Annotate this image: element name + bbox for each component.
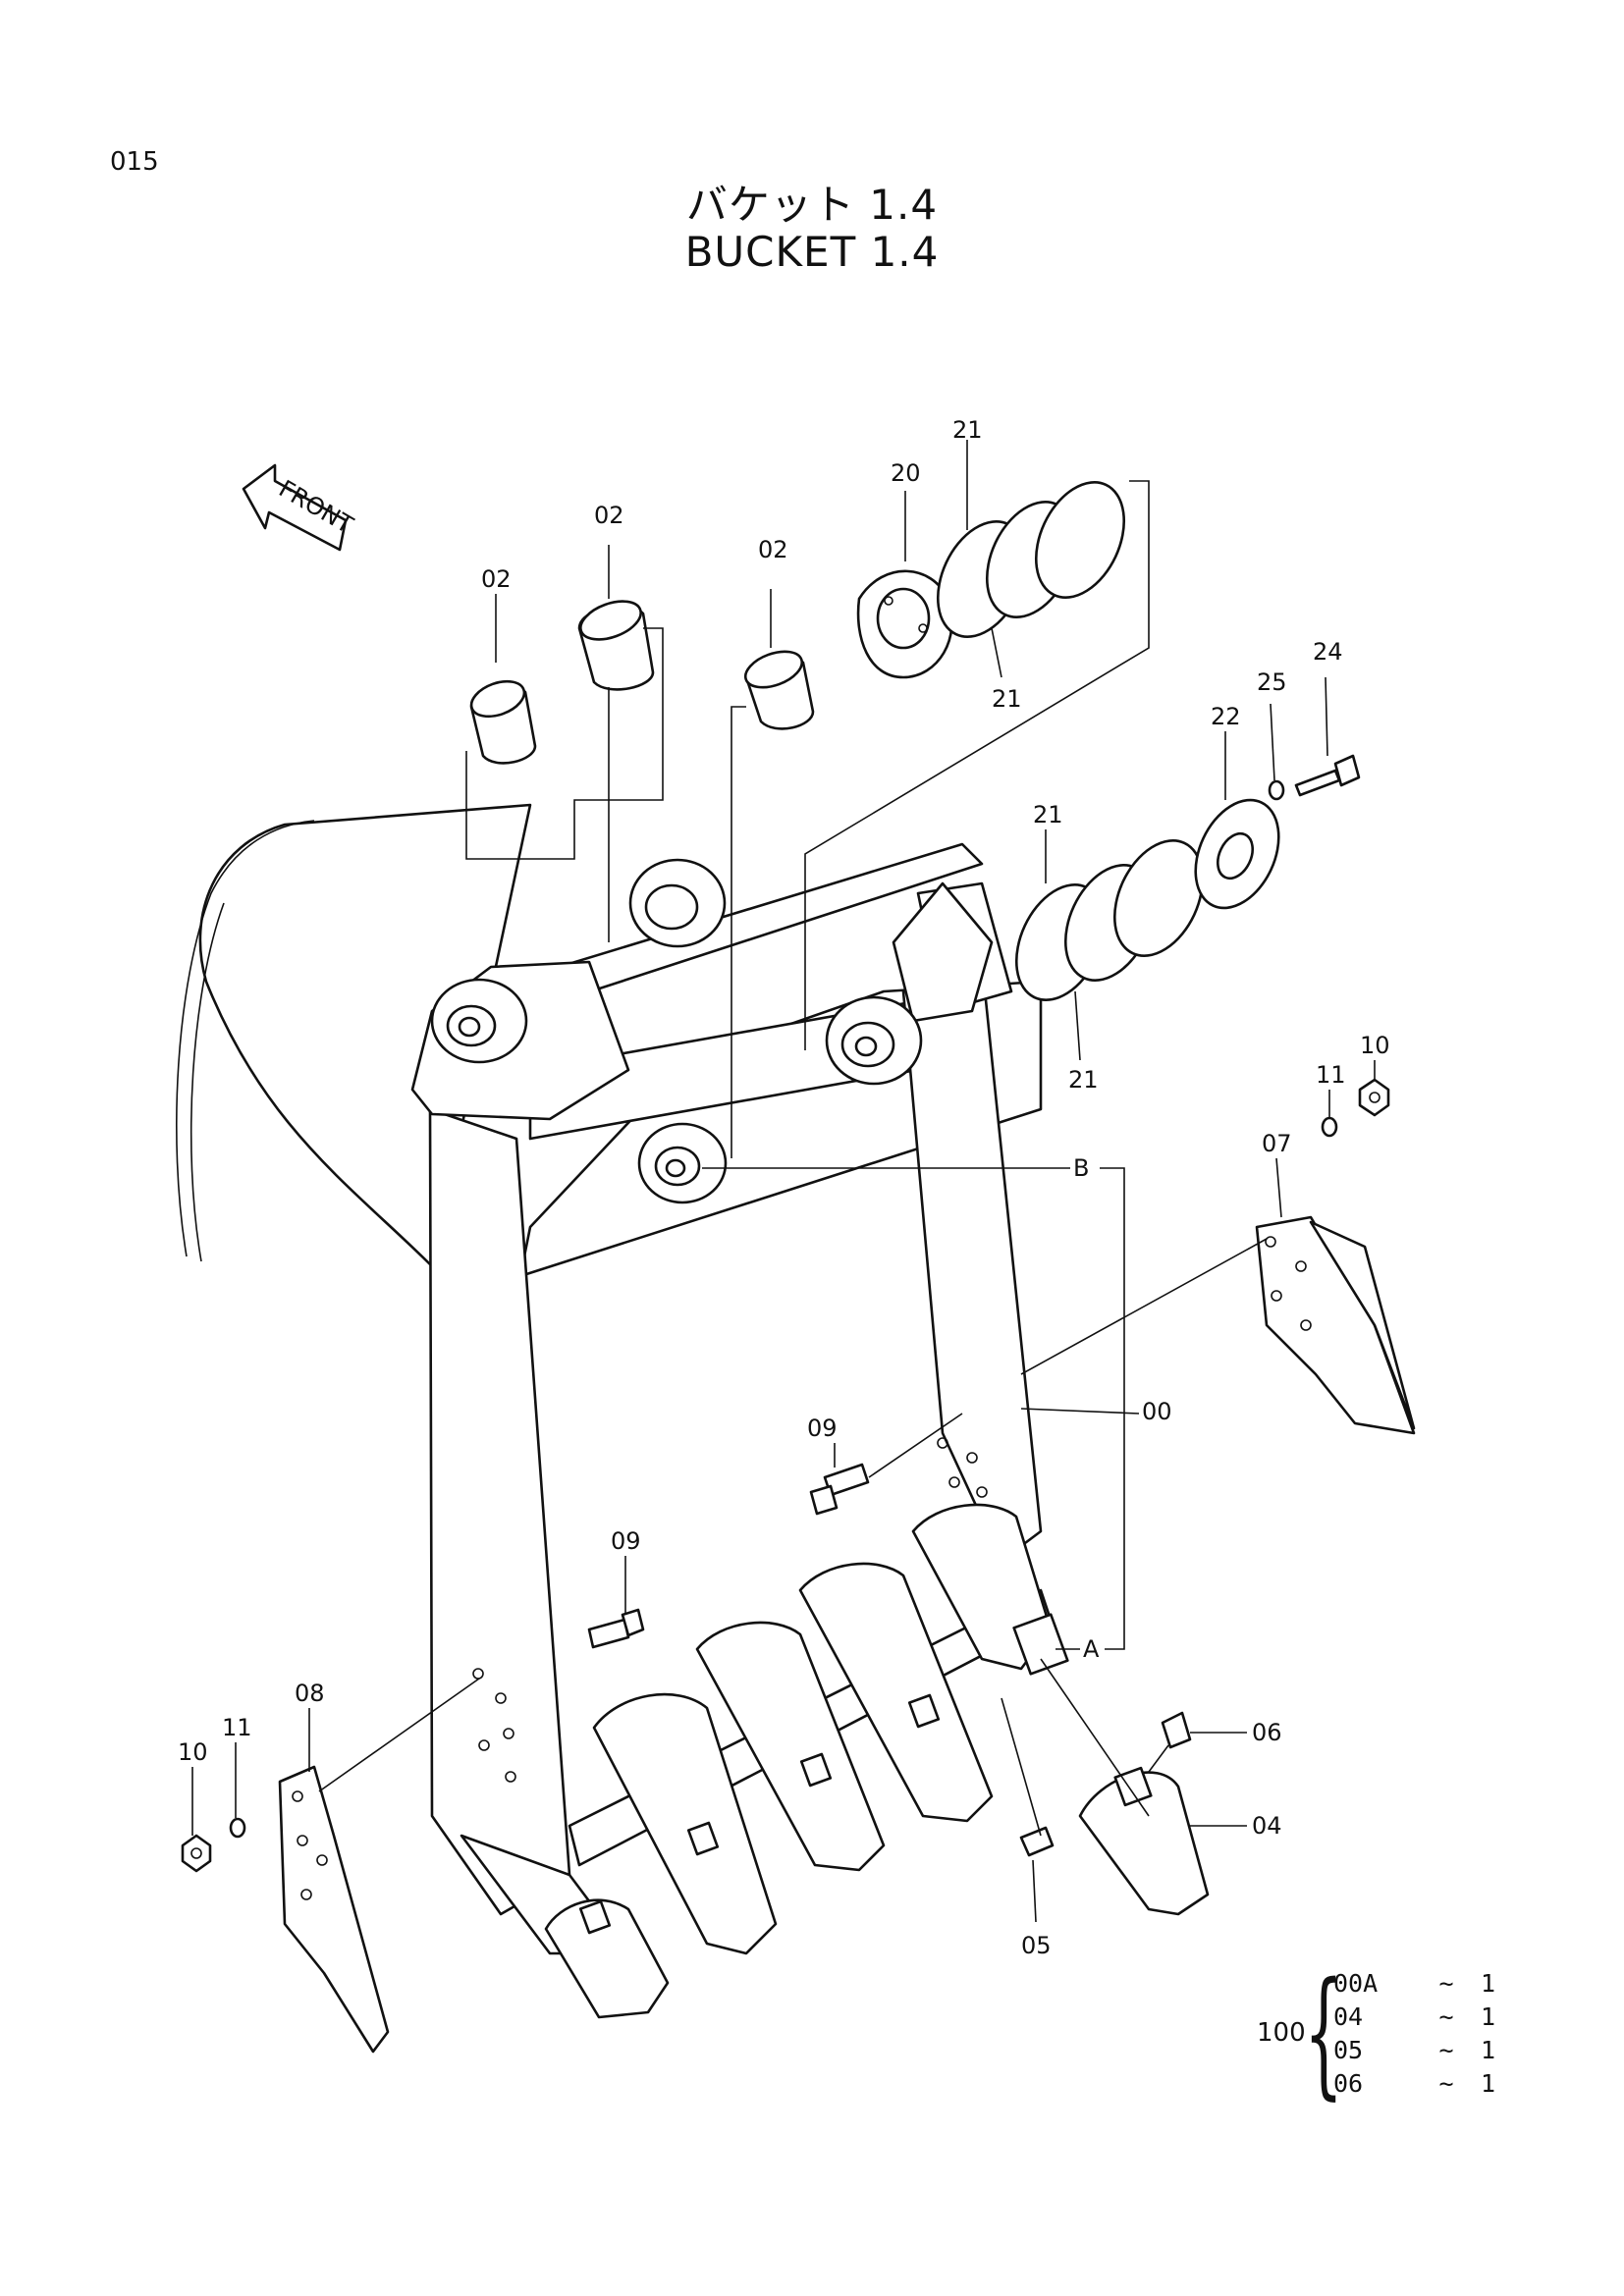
bolt [587,1608,645,1649]
callout-08: 08 [295,1680,325,1707]
title-japanese: バケット 1.4 [685,181,939,229]
leader-lines [191,440,1376,1923]
bushing [743,650,815,730]
bushing [577,600,655,691]
boss-lug [825,995,923,1086]
kit-number: 100 [1257,2018,1306,2048]
callout-24: 24 [1313,638,1343,666]
kit-row: 06 ~ 1 [1333,2069,1496,2098]
callout-21: 21 [1033,801,1063,828]
side-cutter-left [278,1765,390,2054]
boss-lug [628,858,727,948]
washer [229,1817,246,1839]
shim-stack-upper [936,481,1126,638]
callout-labels: 02 02 02 20 21 21 21 21 22 24 25 10 11 0… [178,416,1390,1959]
bucket-teeth [544,1503,1069,2019]
callout-10: 10 [178,1738,208,1766]
bushing [469,679,537,765]
title-english: BUCKET 1.4 [684,228,940,276]
side-cutter-right [1255,1215,1416,1435]
callout-07: 07 [1262,1130,1292,1157]
nut [1358,1078,1390,1117]
washer [1268,779,1285,801]
page-code: 015 [110,147,159,177]
tooth [544,1898,670,2019]
tooth [695,1621,886,1872]
bolt [1294,754,1361,797]
callout-22: 22 [1211,703,1241,730]
retainer-plate [1194,798,1280,910]
callout-B: B [1073,1154,1089,1182]
callout-21: 21 [952,416,983,444]
lock-retainer [1148,1711,1192,1773]
callout-21: 21 [992,685,1022,713]
callout-09: 09 [611,1527,641,1555]
callout-02: 02 [594,502,624,529]
callout-A: A [1083,1635,1100,1663]
bolt [809,1463,870,1516]
callout-00: 00 [1142,1398,1172,1425]
tooth [592,1692,778,1955]
callout-02: 02 [481,565,512,593]
boss-lug [637,1122,728,1204]
callout-21: 21 [1068,1066,1099,1094]
callout-11: 11 [1316,1061,1346,1089]
bucket-body [176,803,1053,1955]
seal-ring [856,569,953,679]
tooth [911,1503,1069,1676]
boss-lug [430,978,528,1064]
lock-pin [1019,1826,1055,1857]
kit-row: 05 ~ 1 [1333,2036,1496,2064]
washer [1321,1116,1338,1138]
callout-25: 25 [1257,668,1287,696]
shim-stack-lower [1014,839,1205,1001]
tooth [798,1562,994,1823]
callout-09: 09 [807,1415,838,1442]
kit-row: 00A ~ 1 [1333,1969,1496,1998]
callout-11: 11 [222,1714,252,1741]
brace-icon: { [1304,1953,1344,2113]
callout-06: 06 [1252,1719,1282,1746]
kit-rows: 00A ~ 1 04 ~ 1 05 ~ 1 06 ~ 1 [1333,1969,1520,2103]
callout-05: 05 [1021,1932,1052,1959]
callout-20: 20 [891,459,921,487]
kit-row: 04 ~ 1 [1333,2002,1496,2031]
front-arrow-icon: FRONT [242,463,358,552]
callout-04: 04 [1252,1812,1282,1840]
callout-02: 02 [758,536,788,563]
kit-contents: 100 { 00A ~ 1 04 ~ 1 05 ~ 1 06 ~ 1 [1257,1963,1551,2110]
tooth-point [1078,1766,1210,1916]
nut [181,1834,212,1873]
callout-10: 10 [1360,1032,1390,1059]
